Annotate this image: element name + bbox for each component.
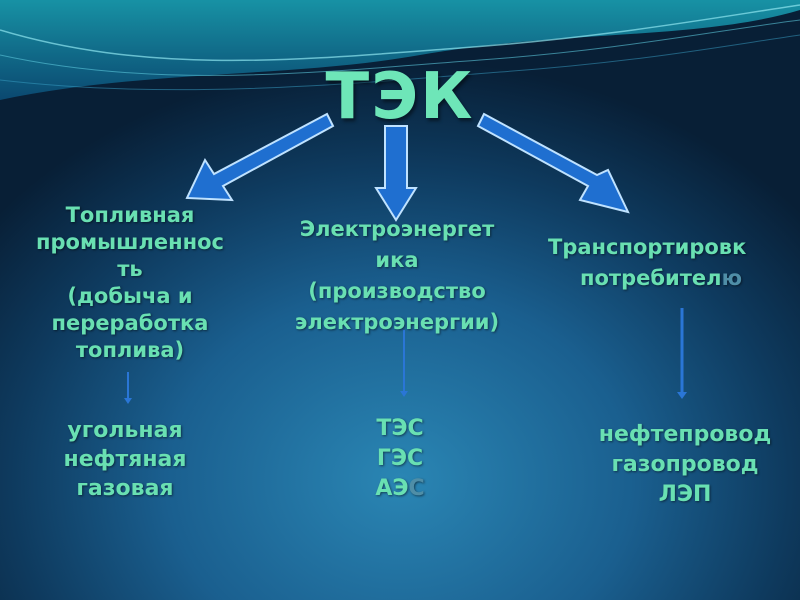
power-line: (производство (308, 279, 486, 303)
transport-subtype: газопровод (611, 452, 759, 477)
fuel-subtype: газовая (76, 476, 174, 501)
transport-line-2-tail: ю (721, 266, 742, 290)
transport-subtypes: нефтепровод газопровод ЛЭП (570, 420, 800, 510)
fuel-line: Топливная (65, 203, 195, 227)
arrow-center (374, 125, 418, 222)
power-subtype: ТЭС (376, 416, 424, 441)
power-subtype: ГЭС (376, 446, 424, 471)
power-industry-block: Электроэнергет ика (производство электро… (262, 214, 532, 338)
power-subtype-suffix: С (408, 476, 425, 501)
arrow-thin-center (400, 330, 408, 397)
power-line: ика (375, 248, 419, 272)
power-subtype: АЭ (375, 476, 409, 501)
fuel-line: ть (117, 257, 143, 281)
transport-subtype: ЛЭП (658, 482, 712, 507)
fuel-subtypes: угольная нефтяная газовая (10, 416, 240, 503)
fuel-line: (добыча и (67, 284, 193, 308)
transport-line-2: потребителю (540, 263, 800, 294)
transport-subtype: нефтепровод (598, 422, 772, 447)
transport-line-2-main: потребител (580, 266, 722, 290)
power-subtype-row: АЭС (340, 474, 460, 504)
transport-line: Транспортировк (548, 235, 747, 259)
fuel-subtype: угольная (67, 418, 183, 443)
fuel-subtype: нефтяная (63, 447, 187, 472)
arrow-thin-right (677, 308, 687, 399)
power-subtypes: ТЭС ГЭС АЭС (340, 414, 460, 504)
fuel-line: переработка (51, 311, 209, 335)
wave-decoration (0, 0, 800, 100)
fuel-industry-block: Топливная промышленнос ть (добыча и пере… (10, 202, 250, 364)
transport-block: Транспортировк потребителю (540, 232, 800, 294)
fuel-line: топлива) (75, 338, 185, 362)
power-line: Электроэнергет (299, 217, 495, 241)
fuel-line: промышленнос (36, 230, 224, 254)
power-line: электроэнергии) (294, 310, 500, 334)
arrow-thin-left (124, 372, 132, 404)
diagram-title: ТЭК (325, 60, 475, 134)
